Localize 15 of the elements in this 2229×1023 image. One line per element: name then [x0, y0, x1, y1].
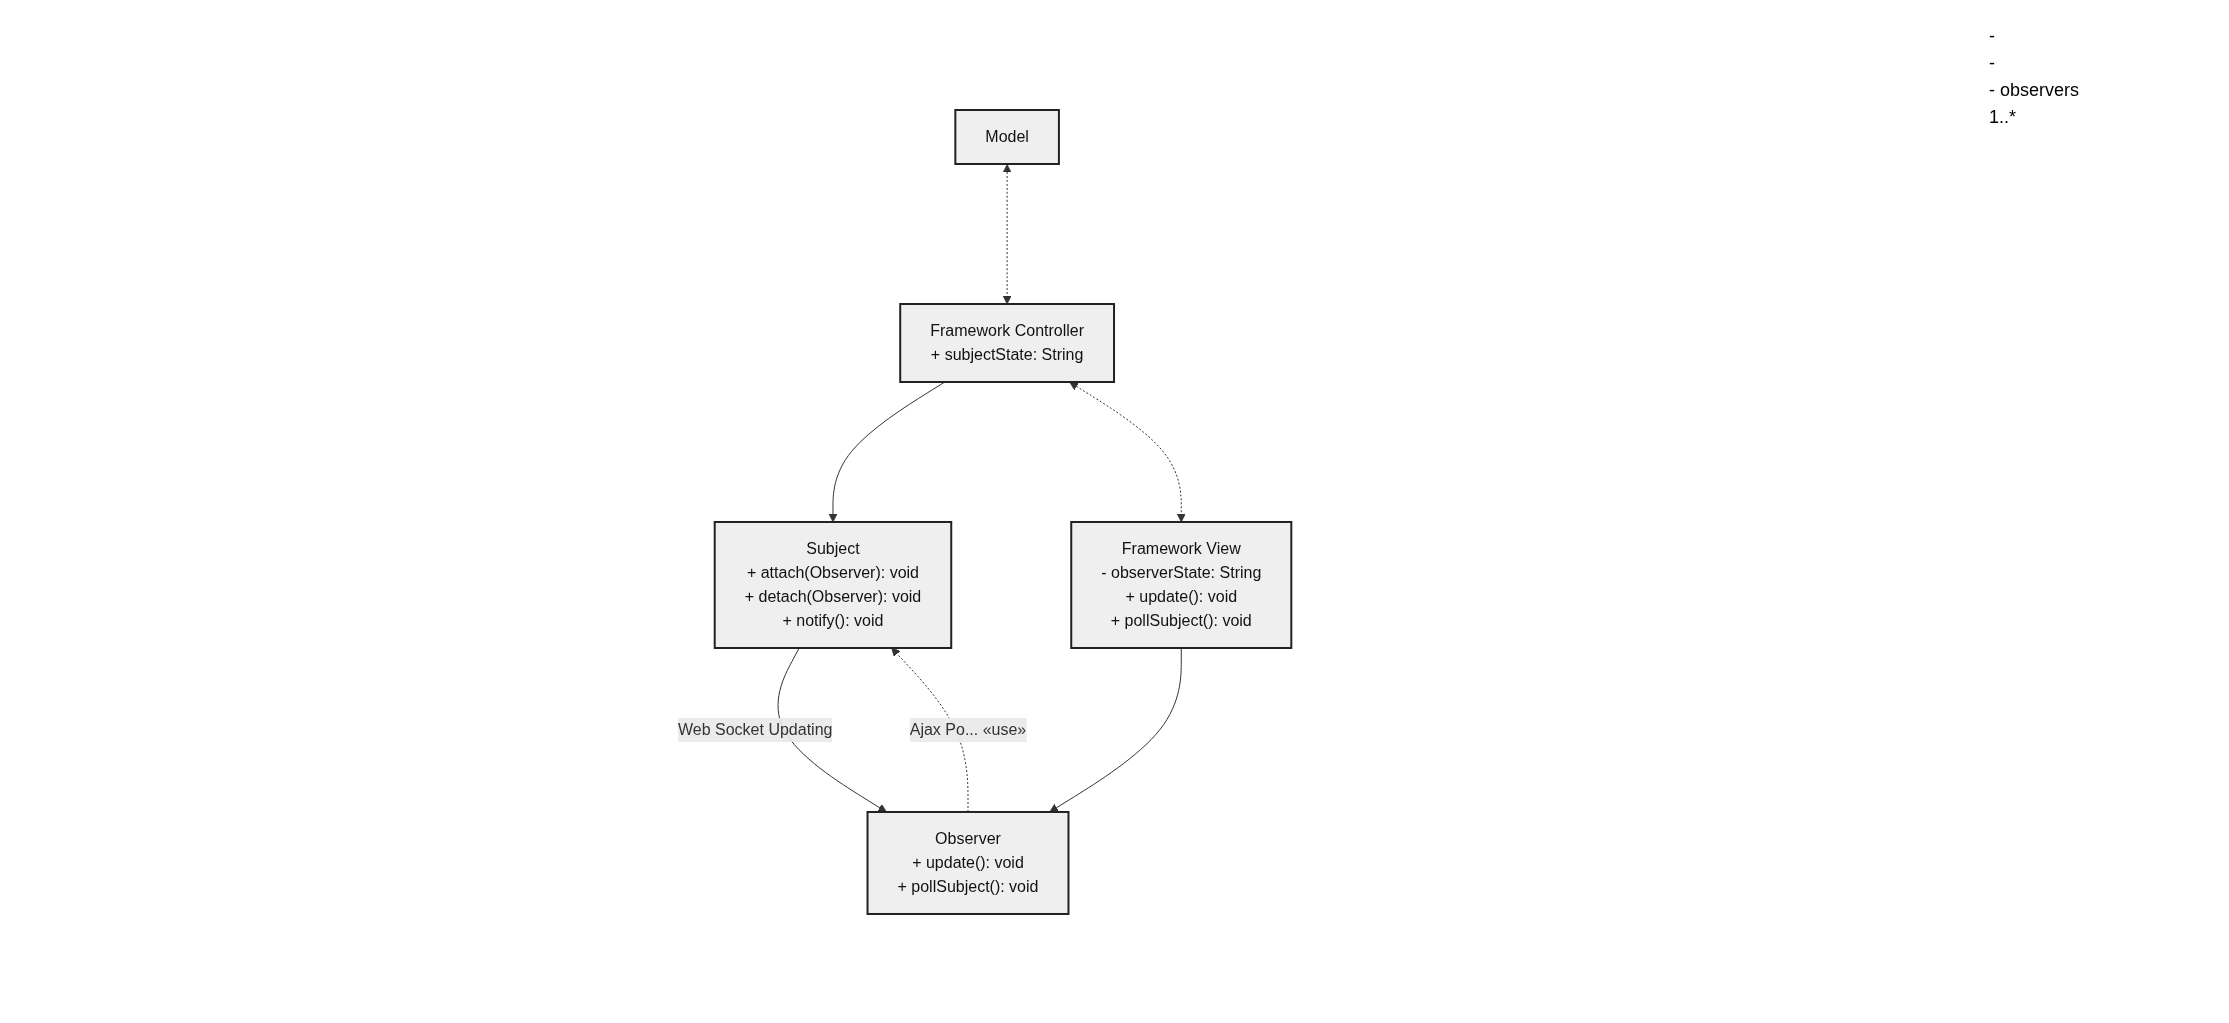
association-end-label: -	[1989, 53, 1996, 74]
association-end-label: -	[1989, 26, 1996, 47]
edge-label: Web Socket Updating	[677, 720, 833, 738]
node-box: Observer + update(): void + pollSubject(): void	[866, 810, 1070, 915]
arrow	[1069, 381, 1186, 522]
arrow	[828, 381, 946, 522]
node-box: Framework View - observerState: String + update(): void + pollSubject(): void	[1070, 520, 1293, 649]
node-box: Subject + attach(Observer): void + detach(Observer): void + notify(): void	[713, 520, 953, 649]
arrow	[1049, 647, 1182, 812]
node-box: Model	[954, 108, 1060, 165]
edge-label: Ajax Po... «use»	[909, 720, 1027, 738]
association-end-label: - observers	[1989, 80, 2081, 101]
association-end-label: 1..*	[1989, 107, 2018, 128]
arrow	[1002, 163, 1012, 304]
node-box: Framework Controller + subjectState: String	[899, 302, 1115, 383]
